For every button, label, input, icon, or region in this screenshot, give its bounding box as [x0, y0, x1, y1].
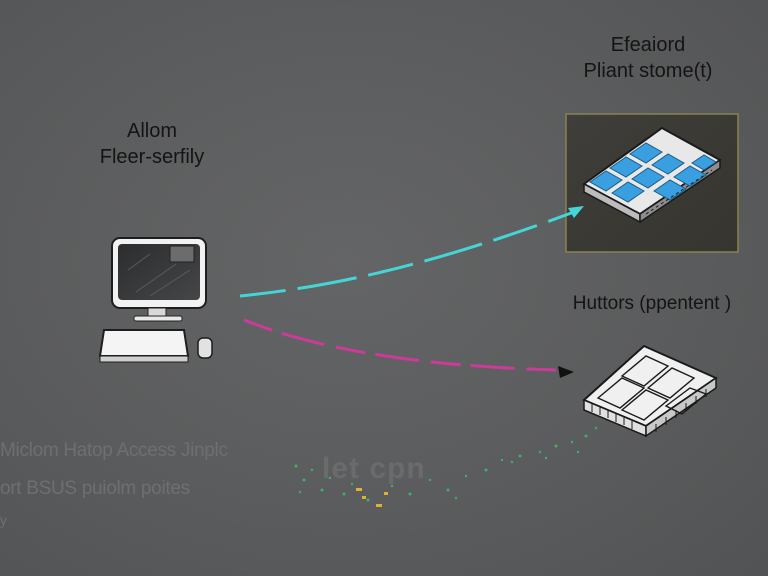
connector-bottom	[243, 318, 574, 378]
left-node-title-line2: Fleer-serfily	[99, 146, 205, 168]
particle-trail	[294, 426, 598, 507]
right-top-node-title-line2: Pliant stome(t)	[583, 60, 713, 82]
footer-line-2: ort BSUS puiolm poites	[0, 478, 190, 499]
footer-line-3: y	[0, 512, 7, 528]
left-node-title-line1: Allom	[126, 120, 177, 142]
arrowhead-bottom-icon	[558, 366, 574, 378]
center-watermark: let cpn	[322, 452, 426, 485]
right-top-node-title: Efeaiord Pliant stome(t)	[548, 32, 748, 84]
arrowhead-top-icon	[568, 206, 584, 218]
right-top-node-title-line1: Efeaiord	[610, 34, 686, 56]
grid-module-icon	[582, 344, 719, 438]
desktop-computer-icon	[98, 237, 213, 363]
left-node-title: Allom Fleer-serfily	[72, 118, 232, 170]
footer-line-1: Miclom Hatop Access Jinplc	[0, 440, 228, 461]
connector-top	[239, 206, 584, 298]
storage-array-icon	[565, 113, 739, 253]
right-mid-node-title: Huttors (ppentent )	[572, 293, 732, 314]
